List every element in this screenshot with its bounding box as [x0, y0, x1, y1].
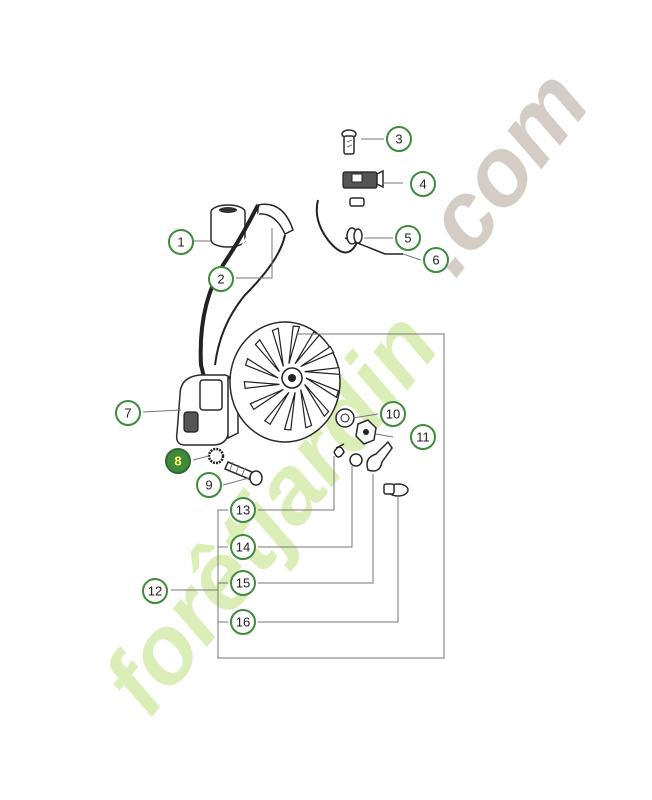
callout-5: 5 [395, 225, 421, 251]
part-bolt-9 [224, 461, 263, 486]
callout-9: 9 [196, 472, 222, 498]
svg-text:1: 1 [177, 235, 184, 250]
flywheel-fin [244, 357, 279, 379]
part-hose-2 [257, 203, 294, 236]
part-pawl-15 [366, 440, 393, 472]
flywheel-fin [294, 330, 321, 365]
callout-12: 12 [142, 578, 168, 604]
flywheel-fin [271, 327, 284, 367]
svg-text:2: 2 [217, 272, 224, 287]
svg-text:16: 16 [236, 615, 250, 630]
part-grommet-5 [346, 227, 363, 245]
part-washer-8 [207, 447, 225, 465]
svg-text:7: 7 [124, 406, 131, 421]
flywheel-fin [254, 338, 280, 372]
part-switch-4 [342, 169, 384, 189]
svg-text:8: 8 [174, 454, 181, 469]
part-flywheel [229, 321, 341, 443]
callout-4: 4 [410, 171, 436, 197]
svg-text:12: 12 [148, 584, 162, 599]
svg-text:9: 9 [205, 478, 212, 493]
flywheel-fin [243, 380, 280, 389]
callout-7: 7 [115, 400, 141, 426]
svg-text:5: 5 [404, 231, 411, 246]
svg-text:6: 6 [432, 253, 439, 268]
callout-15: 15 [230, 570, 256, 596]
flywheel-fin [305, 377, 340, 399]
callout-2: 2 [208, 266, 234, 292]
part-washer-10 [335, 408, 355, 428]
callout-10: 10 [380, 401, 406, 427]
flywheel-fin [249, 388, 284, 411]
callout-16: 16 [230, 609, 256, 635]
leader-lines [142, 138, 445, 659]
svg-text:13: 13 [236, 503, 250, 518]
callout-8: 8 [165, 448, 191, 474]
part-ignition-coil-7 [175, 374, 239, 446]
flywheel-fin [263, 391, 290, 426]
flywheel-fin [304, 367, 341, 376]
svg-text:14: 14 [236, 540, 250, 555]
svg-text:11: 11 [416, 430, 430, 445]
part-screw-3 [341, 129, 357, 155]
svg-text:10: 10 [386, 407, 400, 422]
part-spring-13 [333, 443, 345, 458]
callout-3: 3 [386, 126, 412, 152]
flywheel-fin [283, 392, 296, 431]
part-screw-16 [383, 483, 409, 497]
callouts: 1 2 3 4 5 6 7 8 9 10 11 12 13 14 15 16 [115, 126, 449, 635]
callout-1: 1 [168, 229, 194, 255]
part-nut-11 [355, 419, 377, 445]
part-washer-14 [349, 453, 363, 467]
svg-text:3: 3 [395, 132, 402, 147]
callout-11: 11 [410, 424, 436, 450]
flywheel-fin [300, 345, 335, 368]
part-wire-6 [315, 197, 403, 255]
callout-6: 6 [423, 247, 449, 273]
callout-14: 14 [230, 534, 256, 560]
flywheel-fin [304, 384, 330, 418]
svg-text:15: 15 [236, 576, 250, 591]
flywheel-fin [288, 325, 301, 364]
parts-drawing [175, 129, 409, 497]
callout-13: 13 [230, 497, 256, 523]
flywheel-fin [300, 389, 313, 429]
svg-text:4: 4 [419, 177, 426, 192]
part-cap-1 [210, 204, 246, 248]
